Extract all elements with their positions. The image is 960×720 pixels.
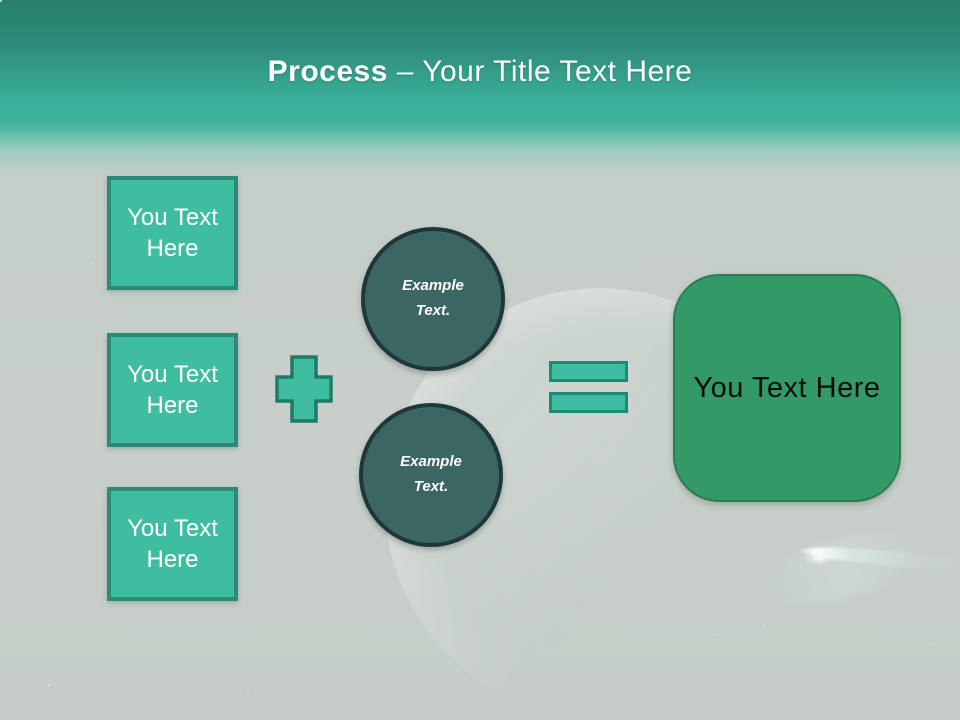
- equals-icon[interactable]: [549, 361, 628, 382]
- slide-title[interactable]: Process – Your Title Text Here: [0, 55, 960, 89]
- text-placeholder-box-1[interactable]: You Text Here: [107, 176, 238, 290]
- text-placeholder-label: You Text Here: [127, 203, 218, 262]
- result-placeholder-box[interactable]: You Text Here: [673, 274, 901, 502]
- text-placeholder-label: You Text Here: [127, 514, 218, 573]
- comet-head: [804, 552, 834, 565]
- text-placeholder-box-3[interactable]: You Text Here: [107, 487, 238, 601]
- text-placeholder-box-2[interactable]: You Text Here: [107, 333, 238, 447]
- slide-title-keyword: Process: [267, 55, 388, 88]
- example-circle-label: Example Text.: [400, 453, 462, 495]
- background-stars: [0, 0, 2, 2]
- text-placeholder-label: You Text Here: [127, 360, 218, 419]
- plus-icon[interactable]: [275, 355, 333, 423]
- example-circle-label: Example Text.: [402, 277, 464, 319]
- example-circle-2[interactable]: Example Text.: [359, 403, 503, 547]
- result-label: You Text Here: [693, 371, 881, 404]
- equals-icon[interactable]: [549, 392, 628, 413]
- slide-title-rest: – Your Title Text Here: [396, 55, 693, 88]
- example-circle-1[interactable]: Example Text.: [361, 227, 505, 371]
